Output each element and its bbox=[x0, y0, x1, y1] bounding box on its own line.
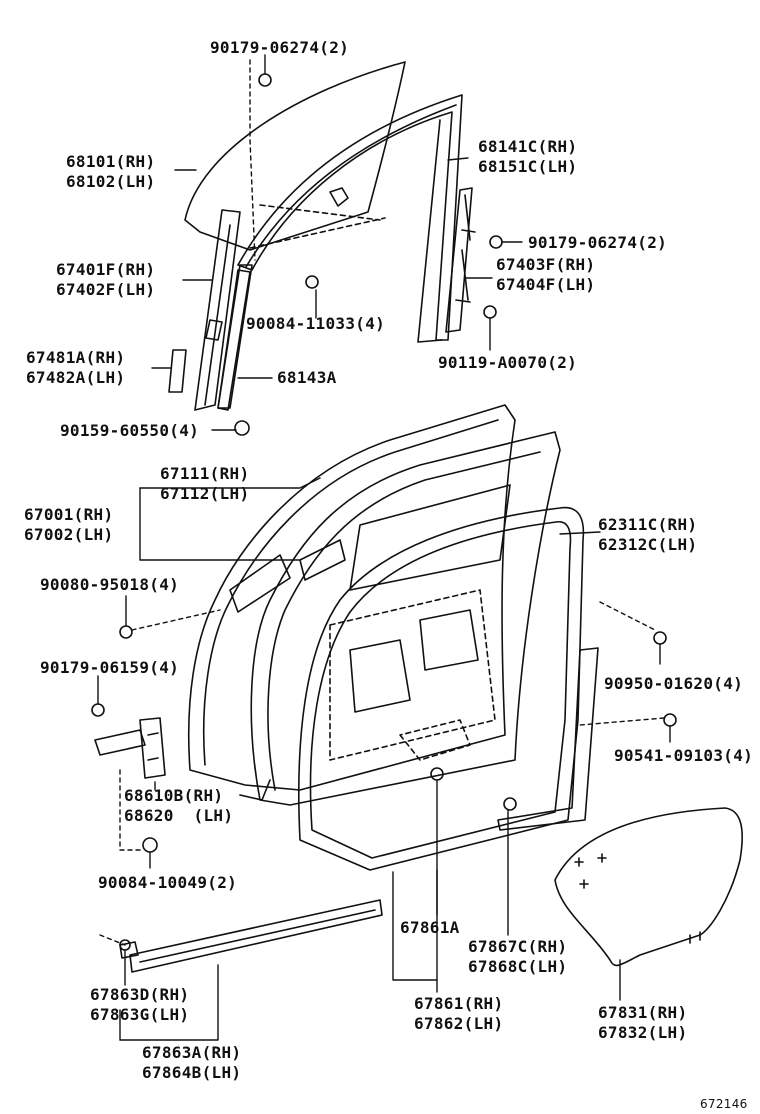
label-weatherstrip: 62311C(RH) 62312C(LH) bbox=[598, 515, 697, 555]
label-90084-11033: 90084-11033(4) bbox=[246, 314, 386, 333]
label-67863g: 67863G(LH) bbox=[90, 1005, 190, 1024]
label-rear-channel: 67403F(RH) 67404F(LH) bbox=[496, 255, 595, 295]
label-67861: 67861(RH) bbox=[414, 994, 504, 1013]
rear-channel-shape bbox=[445, 187, 476, 333]
label-90541-09103: 90541-09103(4) bbox=[614, 746, 754, 765]
label-67482a: 67482A(LH) bbox=[26, 368, 126, 387]
strip-68143a-shape bbox=[217, 264, 253, 409]
label-front-channel: 67401F(RH) 67402F(LH) bbox=[56, 260, 155, 300]
label-68620: 68620 (LH) bbox=[124, 806, 234, 825]
label-moulding-clip: 67863D(RH) 67863G(LH) bbox=[90, 985, 189, 1025]
label-hinge: 68610B(RH) 68620 (LH) bbox=[124, 786, 233, 826]
label-67867c: 67867C(RH) bbox=[468, 937, 568, 956]
label-trim-board: 67831(RH) 67832(LH) bbox=[598, 1003, 687, 1043]
label-67862: 67862(LH) bbox=[414, 1014, 504, 1033]
label-68610b: 68610B(RH) bbox=[124, 786, 224, 805]
label-door-frame: 67111(RH) 67112(LH) bbox=[160, 464, 249, 504]
label-67403f: 67403F(RH) bbox=[496, 255, 596, 274]
label-rocker-clip: 67867C(RH) 67868C(LH) bbox=[468, 937, 567, 977]
label-90084-10049: 90084-10049(2) bbox=[98, 873, 238, 892]
label-67001: 67001(RH) bbox=[24, 505, 114, 524]
diagram-code: 672146 bbox=[700, 1097, 748, 1111]
label-67863a: 67863A(RH) bbox=[142, 1043, 242, 1062]
door-trim-board-shape bbox=[554, 807, 743, 967]
label-68102: 68102(LH) bbox=[66, 172, 156, 191]
label-90179-06274-right: 90179-06274(2) bbox=[528, 233, 668, 252]
label-68141c: 68141C(RH) bbox=[478, 137, 578, 156]
rear-weatherstrip-shape bbox=[497, 647, 599, 831]
label-62311c: 62311C(RH) bbox=[598, 515, 698, 534]
label-90159-60550: 90159-60550(4) bbox=[60, 421, 200, 440]
pad-67481a-shape bbox=[168, 349, 187, 393]
door-glass-shape bbox=[184, 61, 406, 251]
label-68143a: 68143A bbox=[277, 368, 337, 387]
label-90119-a0070: 90119-A0070(2) bbox=[438, 353, 578, 372]
label-67868c: 67868C(LH) bbox=[468, 957, 568, 976]
label-67111: 67111(RH) bbox=[160, 464, 250, 483]
label-68151c: 68151C(LH) bbox=[478, 157, 578, 176]
label-67863d: 67863D(RH) bbox=[90, 985, 190, 1004]
rocker-moulding-shape bbox=[119, 899, 383, 973]
label-67831: 67831(RH) bbox=[598, 1003, 688, 1022]
label-inner-weatherstrip: 67861(RH) 67862(LH) bbox=[414, 994, 503, 1034]
label-pad: 67481A(RH) 67482A(LH) bbox=[26, 348, 125, 388]
label-door-glass: 68101(RH) 68102(LH) bbox=[66, 152, 155, 192]
label-90080-95018: 90080-95018(4) bbox=[40, 575, 180, 594]
label-67404f: 67404F(LH) bbox=[496, 275, 596, 294]
label-90179-06159: 90179-06159(4) bbox=[40, 658, 180, 677]
label-rocker-moulding: 67863A(RH) 67864B(LH) bbox=[142, 1043, 241, 1083]
label-67864b: 67864B(LH) bbox=[142, 1063, 242, 1082]
label-door-shell: 67001(RH) 67002(LH) bbox=[24, 505, 113, 545]
clip-shapes bbox=[91, 73, 677, 951]
label-62312c: 62312C(LH) bbox=[598, 535, 698, 554]
label-67481a: 67481A(RH) bbox=[26, 348, 126, 367]
label-67002: 67002(LH) bbox=[24, 525, 114, 544]
label-90950-01620: 90950-01620(4) bbox=[604, 674, 744, 693]
label-90179-06274-top: 90179-06274(2) bbox=[210, 38, 350, 57]
label-68101: 68101(RH) bbox=[66, 152, 156, 171]
label-67861a: 67861A bbox=[400, 918, 460, 937]
label-67401f: 67401F(RH) bbox=[56, 260, 156, 279]
leader-lines bbox=[97, 54, 671, 1041]
label-67402f: 67402F(LH) bbox=[56, 280, 156, 299]
label-67112: 67112(LH) bbox=[160, 484, 250, 503]
door-hinge-shape bbox=[94, 717, 166, 779]
label-run-channel: 68141C(RH) 68151C(LH) bbox=[478, 137, 577, 177]
glass-run-channel-shape bbox=[237, 94, 463, 343]
door-frame-shape bbox=[250, 431, 561, 806]
door-inner-panel-shape bbox=[298, 506, 585, 871]
label-67832: 67832(LH) bbox=[598, 1023, 688, 1042]
